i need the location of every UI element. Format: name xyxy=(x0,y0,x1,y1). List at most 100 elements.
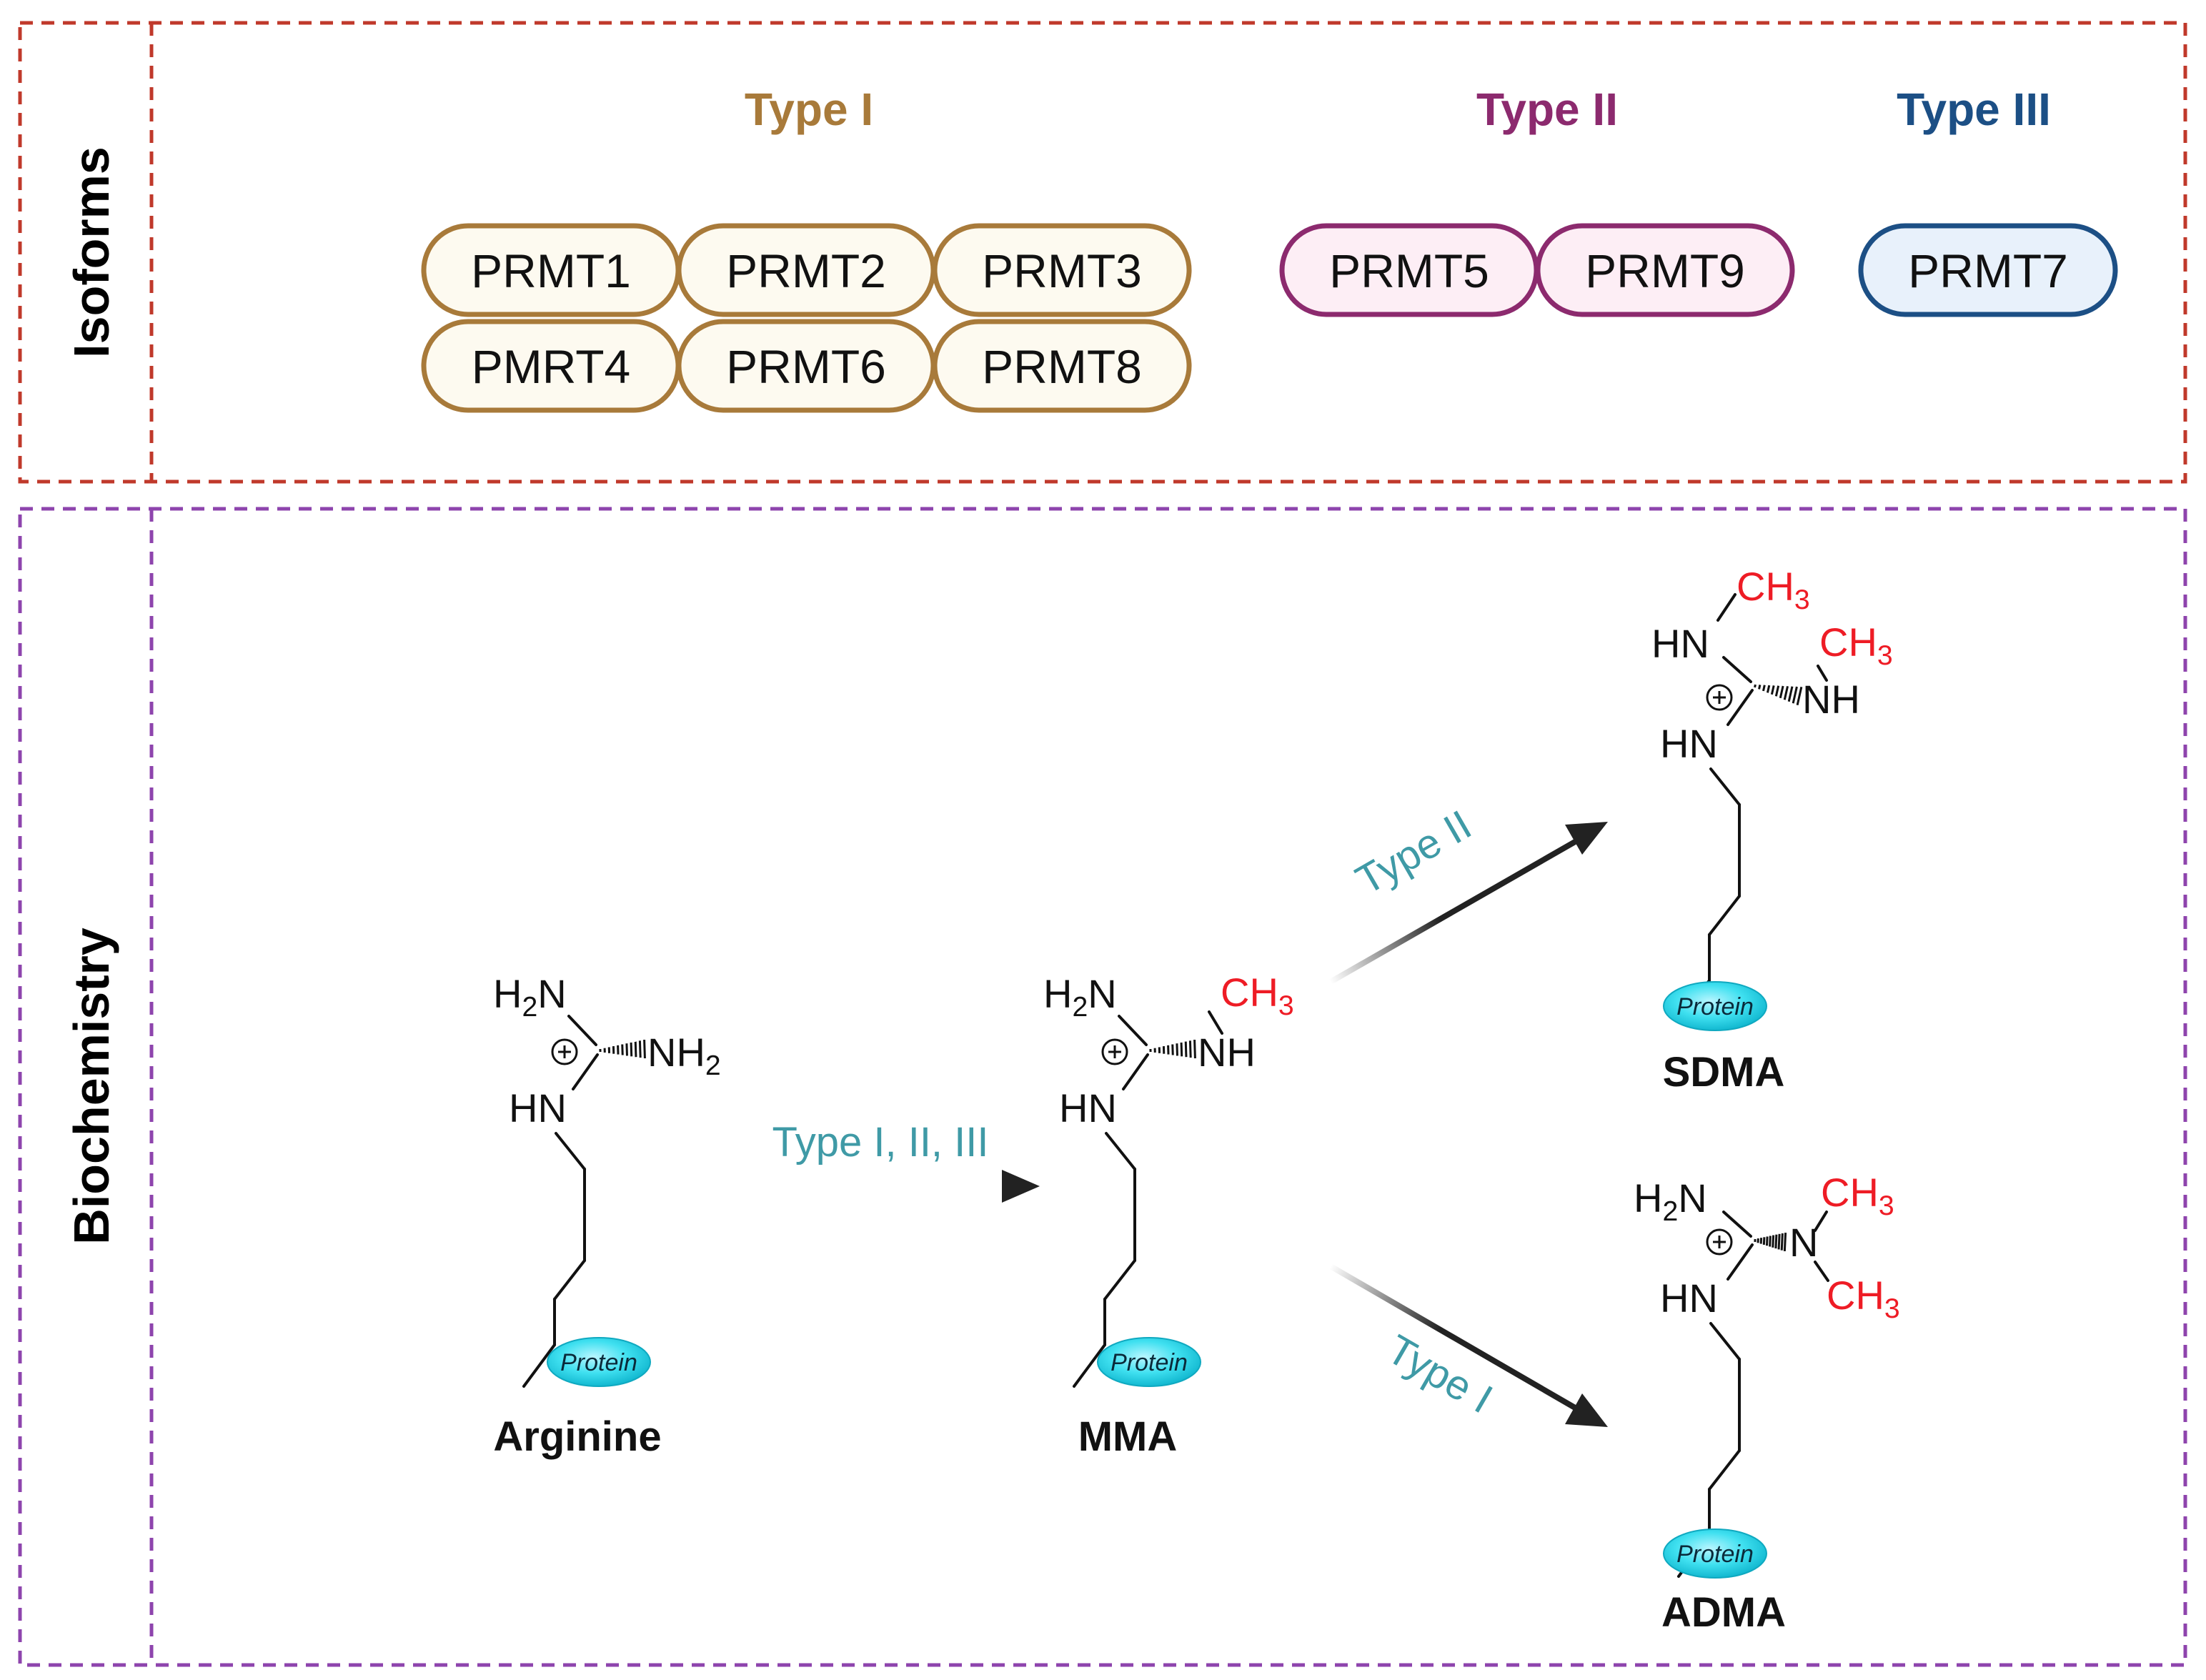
atom-label: NH2 xyxy=(647,1030,721,1081)
isoform-label: PMRT4 xyxy=(472,340,631,393)
isoforms-frame xyxy=(18,21,2187,484)
positive-charge-icon xyxy=(1706,1228,1733,1256)
isoform-pill: PRMT5 xyxy=(1279,223,1539,317)
bond xyxy=(1709,767,1741,806)
isoforms-heading: Isoforms xyxy=(64,146,119,358)
hashed-bond xyxy=(1149,1039,1196,1059)
atom-label: H2N xyxy=(1043,971,1117,1023)
bond xyxy=(1722,656,1752,683)
protein-icon: Protein xyxy=(1097,1337,1201,1387)
atom-label: HN xyxy=(1651,621,1709,666)
hashed-bond xyxy=(1754,1232,1787,1252)
isoform-label: PRMT2 xyxy=(726,244,886,297)
isoform-pill: PRMT6 xyxy=(676,319,936,413)
molecule-name-mma: MMA xyxy=(1078,1413,1178,1460)
protein-label: Protein xyxy=(1111,1349,1188,1376)
atom-label: H2N xyxy=(493,971,567,1023)
molecule-name-arginine: Arginine xyxy=(493,1413,661,1460)
atom-label: CH3 xyxy=(1827,1273,1900,1324)
atom-label: CH3 xyxy=(1819,620,1893,671)
isoform-label: PRMT1 xyxy=(471,244,631,297)
positive-charge-icon xyxy=(551,1038,578,1065)
arrow-label-mma-to-sdma: Type II xyxy=(1348,801,1479,903)
bond xyxy=(1716,593,1737,622)
bond xyxy=(1814,1211,1828,1232)
isoform-label: PRMT9 xyxy=(1585,244,1745,297)
positive-charge-icon xyxy=(1706,684,1733,711)
arrow-arg-to-mma xyxy=(749,1170,1040,1203)
protein-icon: Protein xyxy=(1663,1529,1767,1579)
atom-label: HN xyxy=(1660,1276,1718,1321)
isoform-pill: PRMT3 xyxy=(932,223,1192,317)
protein-label: Protein xyxy=(1676,1541,1754,1568)
arrow-mma-to-sdma xyxy=(1329,822,1608,985)
isoform-pill: PRMT1 xyxy=(421,223,681,317)
bond xyxy=(1122,1053,1149,1090)
bond xyxy=(522,1343,556,1388)
atom-label: CH3 xyxy=(1821,1170,1894,1221)
isoform-label: PRMT6 xyxy=(726,340,886,393)
protein-icon: Protein xyxy=(547,1337,651,1387)
atom-label: HN xyxy=(1059,1085,1117,1130)
bond xyxy=(1103,1259,1136,1301)
isoform-label: PRMT8 xyxy=(982,340,1142,393)
bond xyxy=(1709,1322,1741,1361)
arrow-label-arg-to-mma: Type I, II, III xyxy=(772,1119,989,1165)
molecule-name-adma: ADMA xyxy=(1661,1589,1786,1636)
bond xyxy=(553,1259,586,1301)
biochemistry-section: Biochemistry xyxy=(18,507,2187,1667)
bond xyxy=(1726,689,1754,726)
atom-label: H2N xyxy=(1634,1175,1707,1227)
isoforms-section: Isoforms xyxy=(18,21,2187,484)
isoform-label: PRMT7 xyxy=(1908,244,2068,297)
arrowhead xyxy=(1565,822,1608,855)
bond xyxy=(1814,1261,1829,1282)
atom-label: CH3 xyxy=(1221,970,1294,1021)
arrow-label-mma-to-adma: Type I xyxy=(1379,1326,1500,1422)
arrowhead xyxy=(1002,1170,1040,1203)
bond xyxy=(1722,1211,1752,1238)
protein-label: Protein xyxy=(560,1349,637,1376)
bond xyxy=(1208,1010,1223,1035)
protein-label: Protein xyxy=(1676,993,1754,1020)
atom-label: HN xyxy=(509,1085,567,1130)
molecule-name-sdma: SDMA xyxy=(1663,1049,1785,1095)
isoform-pill: PRMT9 xyxy=(1535,223,1795,317)
bond xyxy=(555,1132,586,1170)
bond xyxy=(1817,665,1828,682)
bond xyxy=(1708,895,1741,936)
biochemistry-frame xyxy=(18,507,2187,1667)
isoform-pill: PRMT2 xyxy=(676,223,936,317)
bond xyxy=(567,1015,597,1046)
positive-charge-icon xyxy=(1101,1038,1128,1065)
bond xyxy=(1118,1015,1148,1046)
bond xyxy=(1708,1449,1741,1491)
arrow-mma-to-adma xyxy=(1328,1263,1608,1427)
isoform-pill: PRMT7 xyxy=(1858,223,2118,317)
atom-label: NH xyxy=(1198,1030,1256,1075)
atom-label: HN xyxy=(1660,721,1718,766)
isoform-label: PRMT5 xyxy=(1329,244,1489,297)
atom-label: N xyxy=(1789,1220,1818,1265)
bond xyxy=(1073,1343,1106,1388)
arrowhead xyxy=(1565,1393,1608,1427)
bond xyxy=(572,1053,599,1090)
isoform-pill: PMRT4 xyxy=(421,319,681,413)
molecule-structures: H2NHNNH2ProteinArginineH2NHNNHCH3Protein… xyxy=(493,564,1900,1636)
type-iii-heading: Type III xyxy=(1897,84,2051,135)
isoform-label: PRMT3 xyxy=(982,244,1142,297)
bond xyxy=(1105,1132,1136,1170)
biochemistry-heading: Biochemistry xyxy=(64,928,119,1245)
hashed-bond xyxy=(1754,684,1803,706)
type-ii-heading: Type II xyxy=(1476,84,1618,135)
protein-icon: Protein xyxy=(1663,981,1767,1031)
atom-label: NH xyxy=(1802,677,1860,722)
isoform-pill: PRMT8 xyxy=(932,319,1192,413)
bond xyxy=(1726,1243,1754,1281)
atom-label: CH3 xyxy=(1737,564,1810,615)
